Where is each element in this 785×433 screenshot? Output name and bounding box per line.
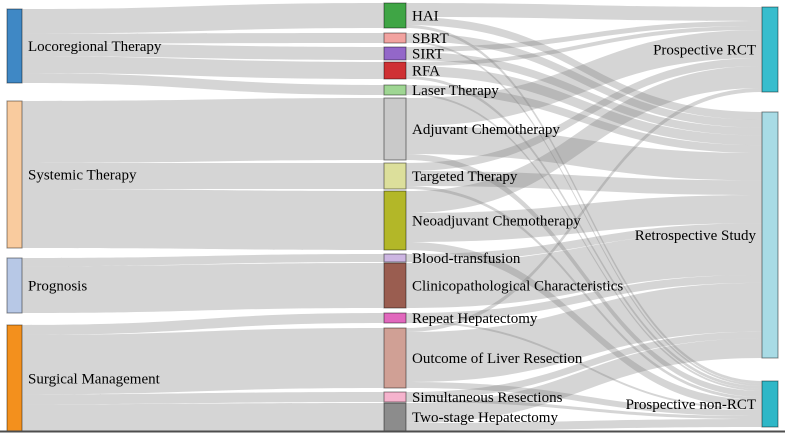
flow-targeted-rct (406, 58, 762, 171)
flow-hai-nonrct (406, 25, 762, 384)
node-systemic (6, 100, 23, 249)
node-label-rct: Prospective RCT (653, 43, 756, 59)
flow-twostage-nonrct (406, 419, 762, 431)
flow-rfa-rct (406, 26, 762, 66)
node-twostage (383, 402, 407, 432)
node-label-hai: HAI (412, 9, 439, 25)
node-neoadjuvant (383, 190, 407, 251)
node-label-clinicopath: Clinicopathological Characteristics (412, 279, 623, 295)
flow-laser-nonrct (406, 93, 762, 391)
flow-locoregional-sbrt (22, 33, 384, 44)
node-repeat (383, 312, 407, 324)
flow-simultaneous-retro (406, 331, 762, 399)
node-targeted (383, 162, 407, 190)
flow-locoregional-rfa (22, 56, 384, 79)
node-sbrt (383, 32, 407, 44)
flow-adjuvant-retro (406, 126, 762, 181)
node-label-blood: Blood-transfusion (412, 251, 521, 267)
flow-outcome-retro (406, 282, 762, 382)
node-label-adjuvant: Adjuvant Chemotherapy (412, 122, 560, 138)
flow-repeat-nonrct (406, 321, 762, 410)
node-surgical (6, 324, 23, 433)
node-label-rfa: RFA (412, 64, 440, 80)
node-prognosis (6, 257, 23, 314)
node-nonrct (761, 380, 779, 428)
node-outcome (383, 327, 407, 389)
flow-targeted-nonrct (406, 186, 762, 400)
flow-systemic-neoadjuvant (22, 189, 384, 250)
flow-locoregional-hai (22, 3, 384, 34)
flow-blood-retro (406, 223, 762, 262)
node-label-simultaneous: Simultaneous Resections (412, 390, 563, 406)
node-retro (761, 111, 779, 359)
flow-prognosis-blood (22, 254, 384, 267)
node-hai (383, 2, 407, 29)
flow-adjuvant-nonrct (406, 154, 762, 397)
flow-hai-rct (406, 3, 762, 21)
node-label-surgical: Surgical Management (28, 372, 161, 388)
flow-hai-retro (406, 17, 762, 120)
node-simultaneous (383, 391, 407, 403)
flow-rfa-retro (406, 66, 762, 146)
flow-locoregional-laser (22, 73, 384, 95)
flow-adjuvant-rct (406, 30, 762, 126)
flow-laser-retro (406, 85, 762, 153)
flow-neoadjuvant-rct (406, 66, 762, 213)
flow-sirt-retro (406, 52, 762, 136)
flow-outcome-nonrct (406, 382, 762, 416)
flow-targeted-retro (406, 171, 762, 195)
flow-surgical-outcome (22, 328, 384, 395)
flow-sbrt-nonrct (406, 41, 762, 386)
figure-bottom-border (0, 430, 785, 433)
flow-surgical-simultaneous (22, 392, 384, 405)
flow-rfa-nonrct (406, 76, 762, 389)
node-label-sbrt: SBRT (412, 31, 449, 47)
node-clinicopath (383, 262, 407, 309)
node-rfa (383, 61, 407, 80)
flow-repeat-retro (406, 275, 762, 321)
flow-surgical-twostage (22, 403, 384, 432)
flow-surgical-repeat (22, 313, 384, 335)
flow-locoregional-sirt (22, 43, 384, 60)
flow-prognosis-clinicopath (22, 263, 384, 313)
node-locoregional (6, 8, 23, 84)
flow-systemic-targeted (22, 163, 384, 189)
flow-neoadjuvant-retro (406, 194, 762, 242)
node-label-locoregional: Locoregional Therapy (28, 39, 162, 55)
node-laser (383, 84, 407, 96)
node-blood (383, 253, 407, 263)
flow-neoadjuvant-nonrct (406, 242, 762, 408)
node-label-prognosis: Prognosis (28, 279, 87, 295)
flow-outcome-rct (406, 88, 762, 332)
flow-clinicopath-retro (406, 231, 762, 308)
flow-sirt-rct (406, 21, 762, 52)
node-label-neoadjuvant: Neoadjuvant Chemotherapy (412, 214, 581, 230)
node-label-sirt: SIRT (412, 47, 444, 63)
node-rct (761, 6, 779, 93)
node-label-twostage: Two-stage Hepatectomy (412, 410, 558, 426)
flow-systemic-adjuvant (22, 98, 384, 163)
flow-simultaneous-nonrct (406, 399, 762, 419)
node-label-repeat: Repeat Hepatectomy (412, 311, 538, 327)
node-adjuvant (383, 97, 407, 161)
flow-sbrt-retro (406, 33, 762, 128)
node-label-outcome: Outcome of Liver Resection (412, 351, 583, 367)
node-label-targeted: Targeted Therapy (412, 169, 518, 185)
node-label-laser: Laser Therapy (412, 83, 499, 99)
node-sirt (383, 46, 407, 61)
node-label-systemic: Systemic Therapy (28, 168, 137, 184)
flow-twostage-retro (406, 338, 762, 423)
node-label-retro: Retrospective Study (635, 228, 757, 244)
node-label-nonrct: Prospective non-RCT (626, 397, 756, 413)
